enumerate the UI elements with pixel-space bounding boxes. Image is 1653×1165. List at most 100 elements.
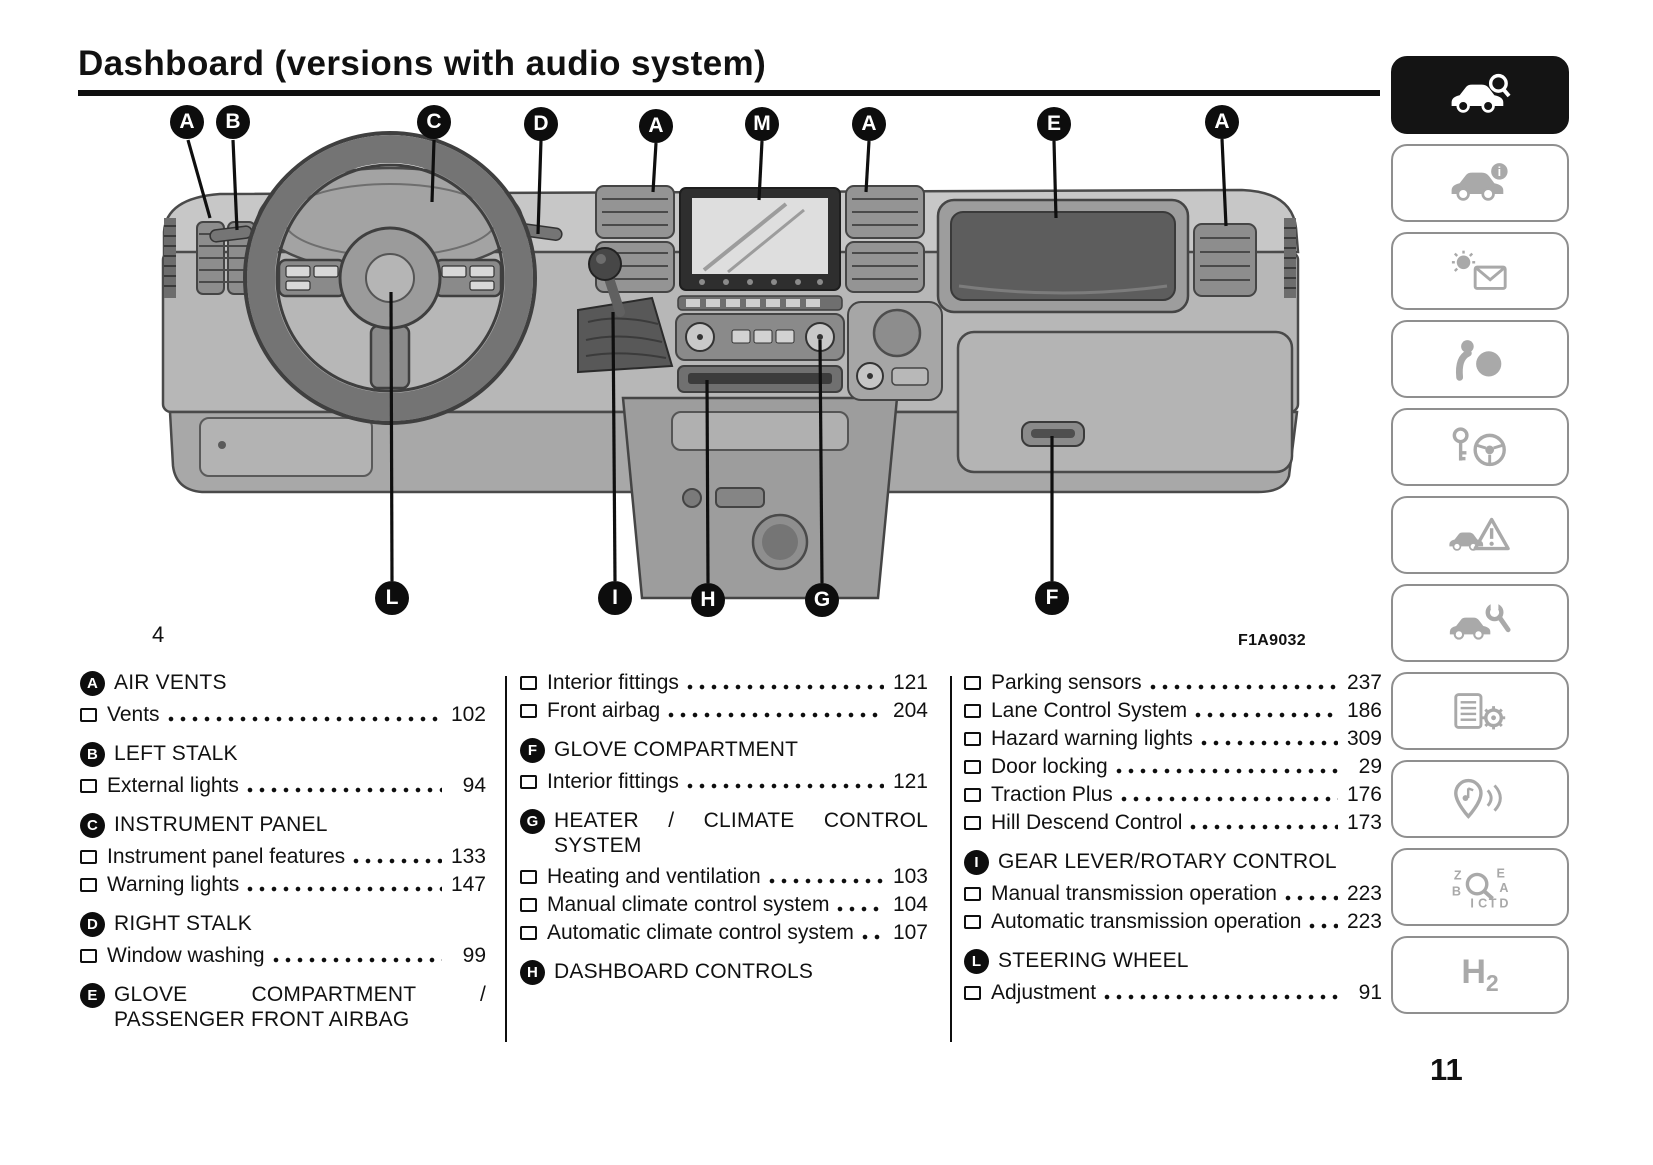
dot-leader <box>837 906 884 912</box>
entry-page-number: 223 <box>1346 910 1382 933</box>
item-letter-badge: D <box>80 912 105 937</box>
callout-I: I <box>598 581 632 615</box>
item-letter-badge: L <box>964 949 989 974</box>
column-divider <box>505 676 507 1042</box>
dot-leader <box>1309 923 1338 929</box>
entry-label: Automatic transmission operation <box>991 910 1302 933</box>
dot-leader <box>1120 796 1338 802</box>
car-info-icon: i <box>1449 160 1511 206</box>
square-bullet-icon <box>964 676 981 690</box>
dot-leader <box>1149 684 1338 690</box>
entry-label: Interior fittings <box>547 671 679 694</box>
dot-leader <box>686 783 884 789</box>
person-airbag-icon <box>1449 336 1511 382</box>
svg-text:i: i <box>1498 165 1502 179</box>
square-bullet-icon <box>964 788 981 802</box>
dot-leader <box>668 712 884 718</box>
entry-label: Hazard warning lights <box>991 727 1193 750</box>
item-letter-badge: E <box>80 983 105 1008</box>
section-title: GEAR LEVER/ROTARY CONTROL <box>998 850 1337 873</box>
svg-text:Z: Z <box>1454 868 1462 882</box>
square-bullet-icon <box>520 704 537 718</box>
column-divider <box>950 676 952 1042</box>
dot-leader <box>1200 740 1338 746</box>
center-console <box>621 396 899 600</box>
sidebar-tab-car-search[interactable] <box>1391 56 1569 134</box>
dashboard-illustration <box>161 131 1300 600</box>
svg-text:B: B <box>1452 885 1461 899</box>
sidebar-tab-bulb-mail[interactable] <box>1391 232 1569 310</box>
entry-page-number: 91 <box>1358 981 1382 1004</box>
sidebar-tab-list-gear[interactable] <box>1391 672 1569 750</box>
square-bullet-icon <box>520 870 537 884</box>
square-bullet-icon <box>80 878 97 892</box>
entry-page-number: 204 <box>892 699 928 722</box>
section-title: AIR VENTS <box>114 671 227 694</box>
entry-label: Vents <box>107 703 160 726</box>
page-title: Dashboard (versions with audio system) <box>78 44 767 83</box>
entry-page-number: 94 <box>462 774 486 797</box>
sidebar-tab-key-steering[interactable] <box>1391 408 1569 486</box>
callout-A: A <box>1205 105 1239 139</box>
callout-H: H <box>691 583 725 617</box>
sidebar-tab-person-airbag[interactable] <box>1391 320 1569 398</box>
dot-leader <box>686 684 884 690</box>
section-title: GLOVE COMPARTMENT <box>554 738 799 761</box>
square-bullet-icon <box>520 775 537 789</box>
sidebar-tab-car-info[interactable]: i <box>1391 144 1569 222</box>
callout-D: D <box>524 107 558 141</box>
entry-page-number: 147 <box>450 873 486 896</box>
index-entry: Automatic transmission operation 223 <box>964 909 1382 934</box>
bulb-mail-icon <box>1449 248 1511 294</box>
sidebar-tab-music-pin[interactable] <box>1391 760 1569 838</box>
item-letter-badge: C <box>80 813 105 838</box>
square-bullet-icon <box>964 704 981 718</box>
callout-F: F <box>1035 581 1069 615</box>
entry-page-number: 186 <box>1346 699 1382 722</box>
section-title: HEATER / CLIMATE CONTROL SYSTEM <box>554 809 928 857</box>
square-bullet-icon <box>520 926 537 940</box>
dot-leader <box>246 787 442 793</box>
dot-leader <box>247 886 442 892</box>
entry-page-number: 223 <box>1346 882 1382 905</box>
sidebar-tab-h2[interactable]: H2 <box>1391 936 1569 1014</box>
dot-leader <box>1284 895 1338 901</box>
title-rule <box>78 90 1380 96</box>
section-title: LEFT STALK <box>114 742 238 765</box>
entry-page-number: 103 <box>892 865 928 888</box>
square-bullet-icon <box>80 779 97 793</box>
gear-lever <box>577 247 674 374</box>
callout-A: A <box>852 107 886 141</box>
callout-L: L <box>375 581 409 615</box>
sidebar-tab-car-warning[interactable] <box>1391 496 1569 574</box>
square-bullet-icon <box>964 760 981 774</box>
dot-leader <box>1104 994 1338 1000</box>
item-letter-badge: B <box>80 742 105 767</box>
sidebar-tab-car-wrench[interactable] <box>1391 584 1569 662</box>
square-bullet-icon <box>964 732 981 746</box>
dot-leader <box>861 934 884 940</box>
dot-leader <box>1115 768 1338 774</box>
